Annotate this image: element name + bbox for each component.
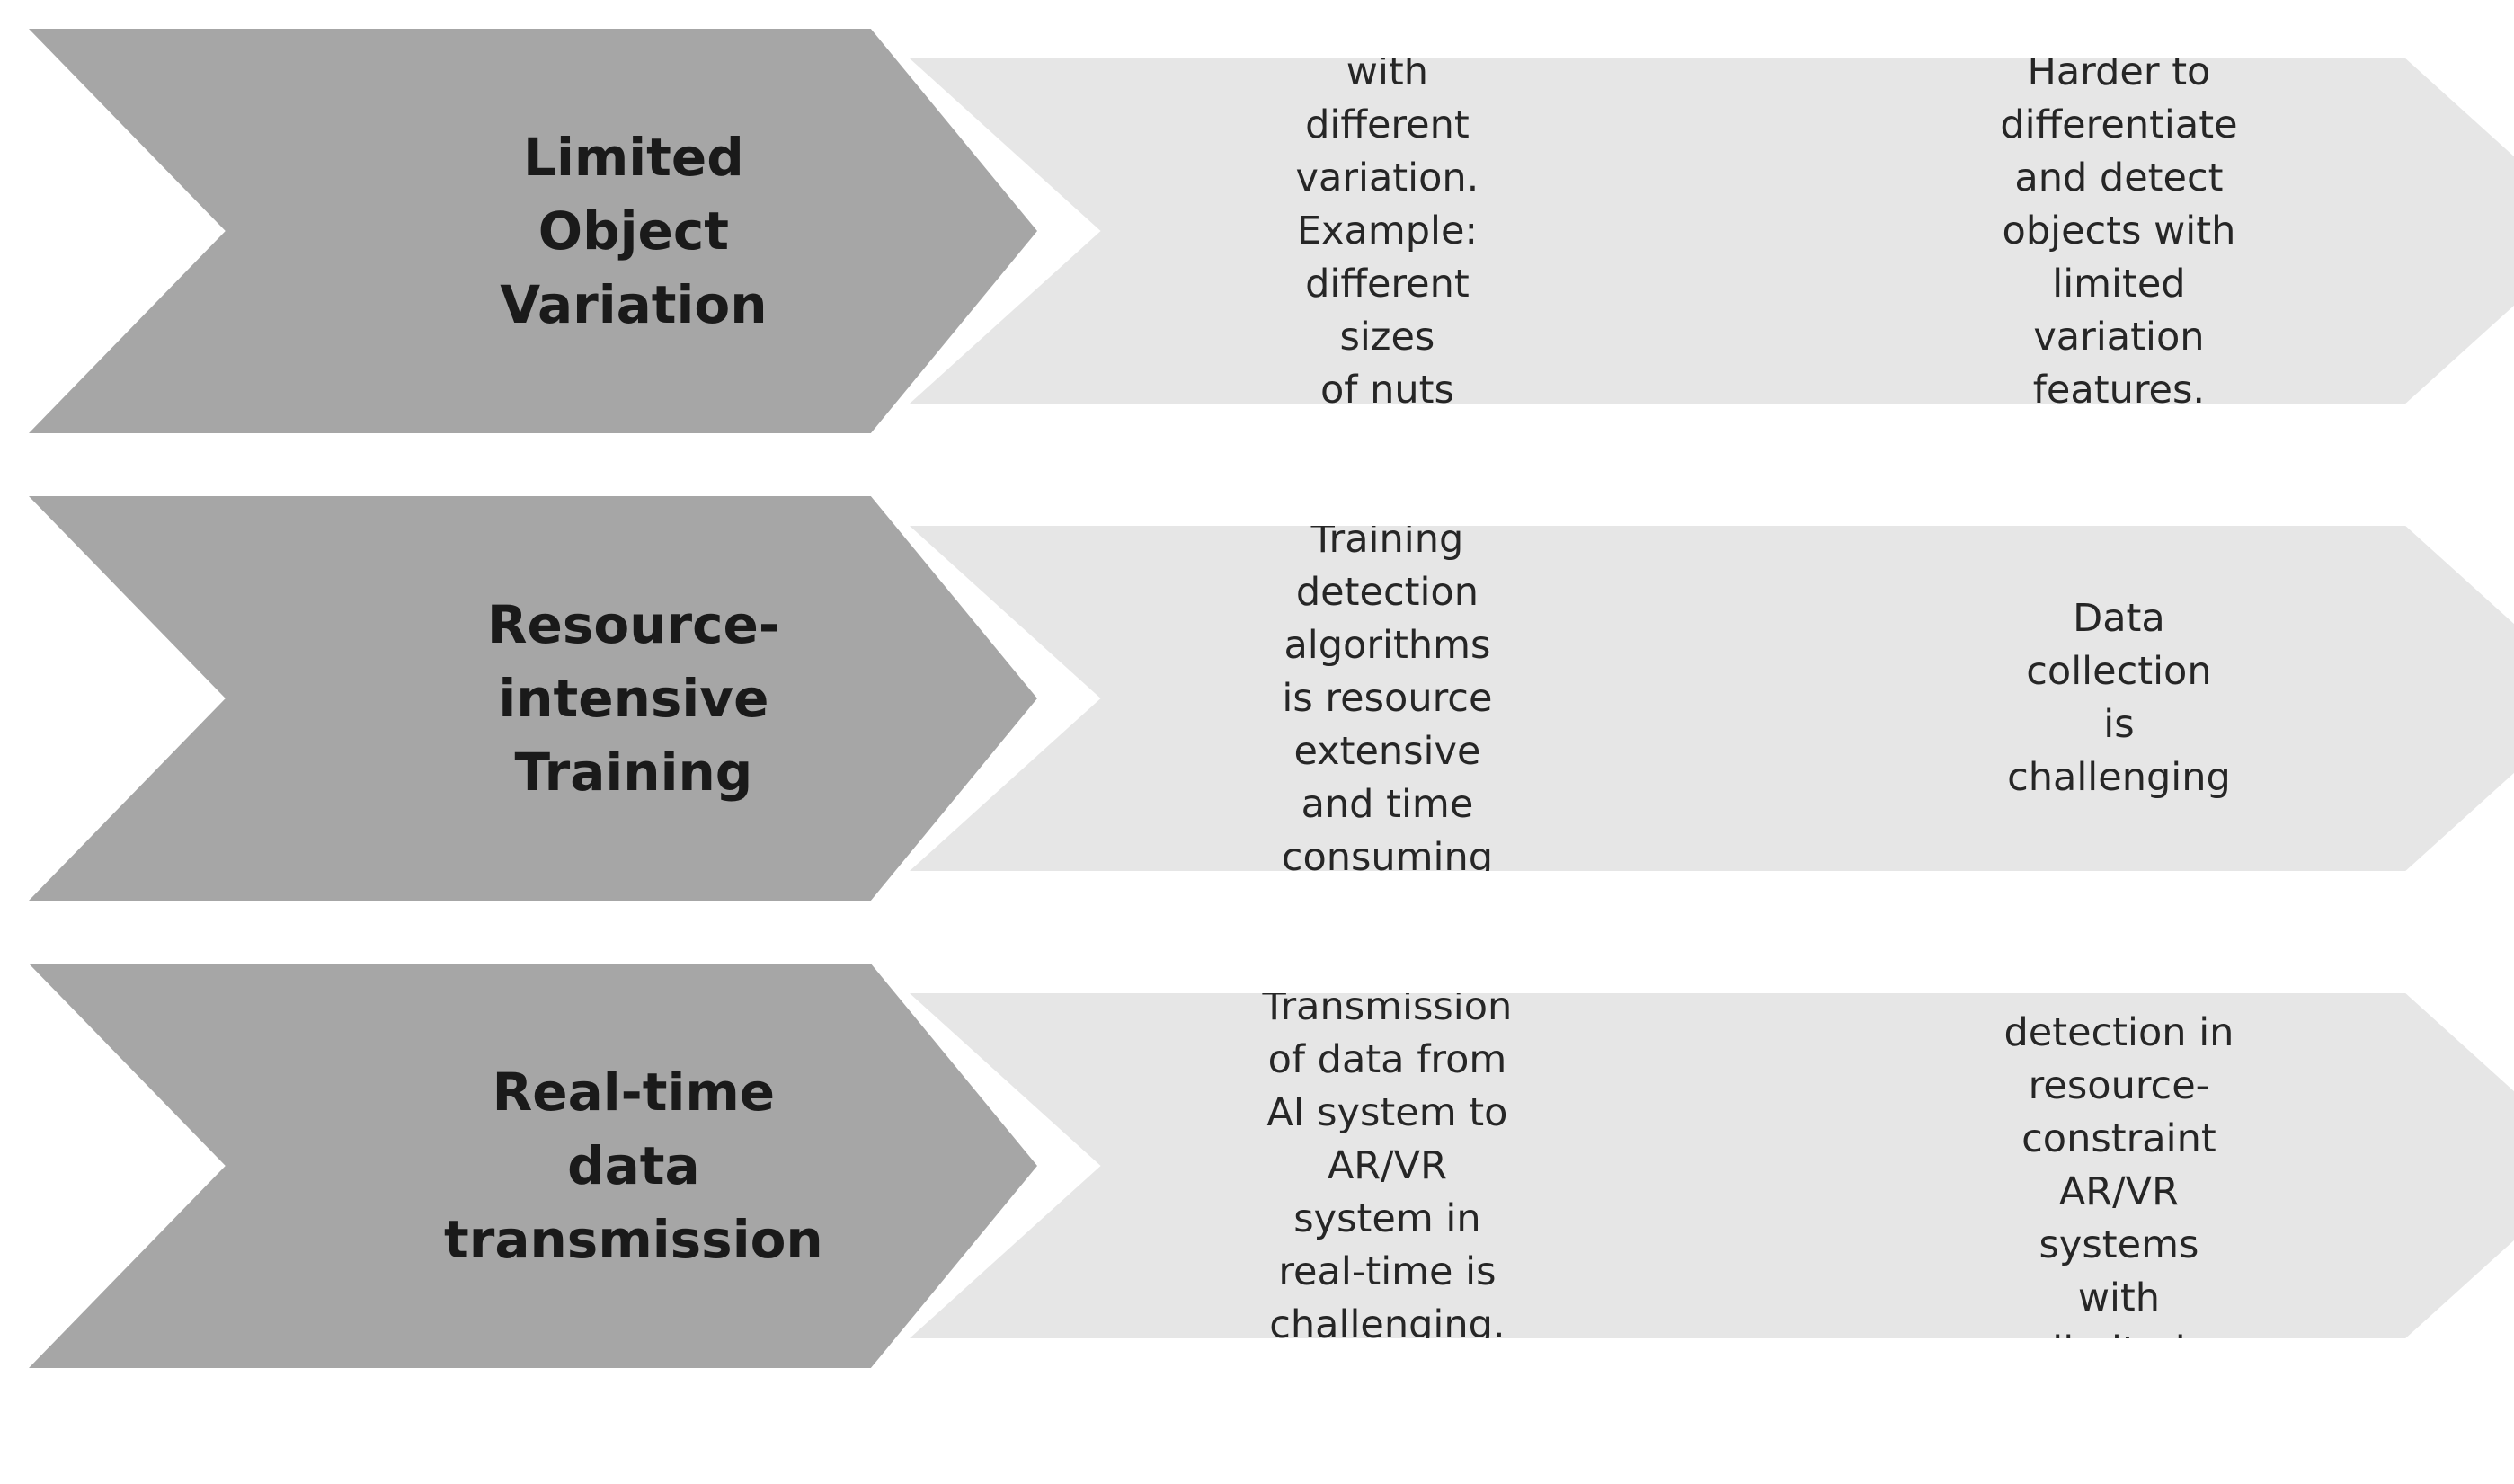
challenge-title: Resource-intensive Training xyxy=(486,594,780,803)
challenge-title-chevron: Real-time data transmission xyxy=(29,964,1037,1368)
challenge-effect-text: Data collection is challenging xyxy=(2007,596,2231,800)
challenges-diagram: Limited Object Variation Different produ… xyxy=(0,29,2514,1368)
challenge-title-chevron: Limited Object Variation xyxy=(29,29,1037,433)
challenge-effect-chevron: Harder to implement real-time detection … xyxy=(1641,993,2514,1338)
challenge-title: Limited Object Variation xyxy=(500,127,768,335)
challenge-effect-text: Harder to implement real-time detection … xyxy=(1996,851,2242,1480)
challenge-row: Limited Object Variation Different produ… xyxy=(0,29,2514,433)
challenge-cause-text: Transmission of data from AI system to A… xyxy=(1262,983,1513,1347)
challenge-title-chevron: Resource-intensive Training xyxy=(29,496,1037,901)
challenge-row: Resource-intensive Training Training det… xyxy=(0,496,2514,901)
challenge-cause-text: Training detection algorithms is resourc… xyxy=(1281,516,1494,880)
challenge-row: Real-time data transmission Transmission… xyxy=(0,964,2514,1368)
challenge-effect-text: Harder to differentiate and detect objec… xyxy=(2000,49,2238,413)
challenge-title: Real-time data transmission xyxy=(444,1062,823,1270)
challenge-cause-text: Different products with different variat… xyxy=(1295,0,1479,519)
challenge-cause-chevron: Transmission of data from AI system to A… xyxy=(910,993,1865,1338)
